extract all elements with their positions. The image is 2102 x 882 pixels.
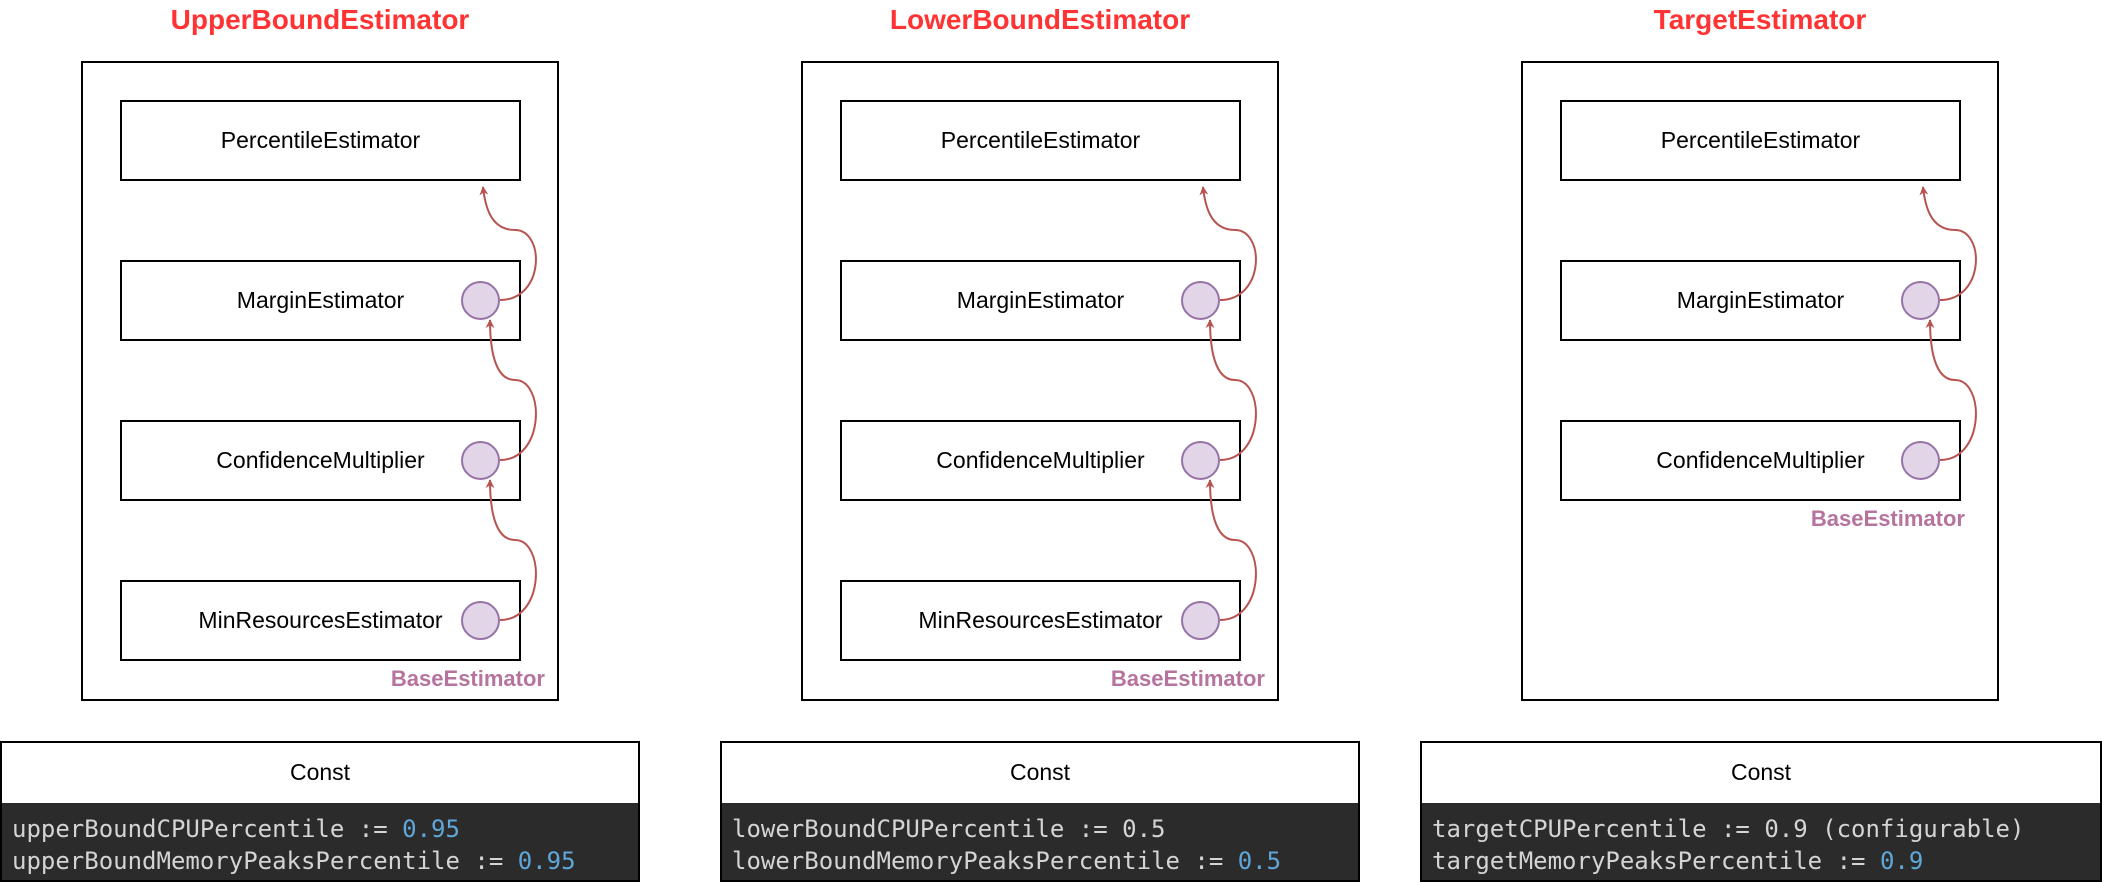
base-estimator-label: BaseEstimator: [390, 666, 545, 691]
component-label: PercentileEstimator: [220, 127, 421, 153]
panel-title-lower-bound: LowerBoundEstimator: [889, 4, 1191, 35]
port-circle-icon: [1181, 601, 1220, 640]
code-line: targetCPUPercentile := 0.9 (configurable…: [1432, 815, 2025, 843]
port-circle-icon: [1901, 441, 1940, 480]
port-circle-icon: [461, 601, 500, 640]
const-header: Const: [1009, 758, 1071, 785]
confidence-multiplier-box: ConfidenceMultiplier: [120, 420, 521, 501]
const-header: Const: [289, 758, 351, 785]
component-label: ConfidenceMultiplier: [216, 447, 425, 473]
panel-title-target: TargetEstimator: [1653, 4, 1867, 35]
code-line: upperBoundCPUPercentile := 0.95: [12, 815, 460, 843]
component-label: MarginEstimator: [956, 287, 1125, 313]
port-circle-icon: [461, 281, 500, 320]
component-label: MinResourcesEstimator: [918, 607, 1163, 633]
component-label: PercentileEstimator: [940, 127, 1141, 153]
code-line: upperBoundMemoryPeaksPercentile := 0.95: [12, 847, 576, 875]
min-resources-estimator-box: MinResourcesEstimator: [120, 580, 521, 661]
component-label: ConfidenceMultiplier: [936, 447, 1145, 473]
const-box-target: Const targetCPUPercentile := 0.9 (config…: [1420, 741, 2102, 882]
component-label: MinResourcesEstimator: [198, 607, 443, 633]
percentile-estimator-box: PercentileEstimator: [1560, 100, 1961, 181]
percentile-estimator-box: PercentileEstimator: [840, 100, 1241, 181]
code-line: lowerBoundCPUPercentile := 0.5: [732, 815, 1166, 843]
const-header: Const: [1730, 758, 1792, 785]
component-label: MarginEstimator: [236, 287, 405, 313]
confidence-multiplier-box: ConfidenceMultiplier: [1560, 420, 1961, 501]
min-resources-estimator-box: MinResourcesEstimator: [840, 580, 1241, 661]
port-circle-icon: [461, 441, 500, 480]
margin-estimator-box: MarginEstimator: [1560, 260, 1961, 341]
const-code-block: upperBoundCPUPercentile := 0.95 upperBoun…: [2, 803, 638, 880]
margin-estimator-box: MarginEstimator: [120, 260, 521, 341]
base-estimator-label: BaseEstimator: [1110, 666, 1265, 691]
const-code-block: lowerBoundCPUPercentile := 0.5 lowerBound…: [722, 803, 1358, 880]
base-estimator-label: BaseEstimator: [1810, 506, 1965, 531]
margin-estimator-box: MarginEstimator: [840, 260, 1241, 341]
port-circle-icon: [1901, 281, 1940, 320]
code-line: targetMemoryPeaksPercentile := 0.9: [1432, 847, 1924, 875]
component-label: PercentileEstimator: [1660, 127, 1861, 153]
port-circle-icon: [1181, 281, 1220, 320]
panel-title-upper-bound: UpperBoundEstimator: [170, 4, 470, 35]
const-code-block: targetCPUPercentile := 0.9 (configurable…: [1422, 803, 2100, 880]
component-label: MarginEstimator: [1676, 287, 1845, 313]
confidence-multiplier-box: ConfidenceMultiplier: [840, 420, 1241, 501]
component-label: ConfidenceMultiplier: [1656, 447, 1865, 473]
percentile-estimator-box: PercentileEstimator: [120, 100, 521, 181]
port-circle-icon: [1181, 441, 1220, 480]
code-line: lowerBoundMemoryPeaksPercentile := 0.5: [732, 847, 1282, 875]
